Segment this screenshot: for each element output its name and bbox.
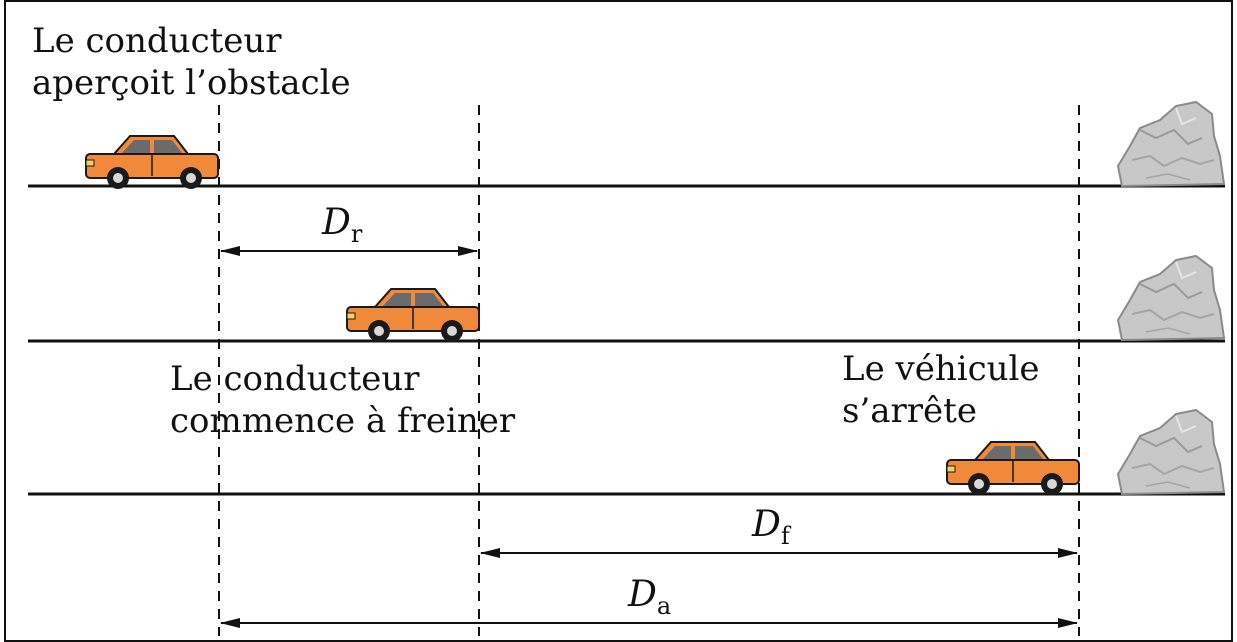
label-driver-sees-line2: aperçoit l’obstacle [32,63,351,103]
label-vehicle-stops-line1: Le véhicule [842,349,1040,389]
car-icon [946,441,1080,496]
label-driver-sees-line1: Le conducteur [32,21,282,61]
car-icon [85,135,219,190]
diagram-frame [4,0,1233,642]
rock-obstacle-icon [1117,101,1225,187]
car-icon [346,288,480,343]
label-driver-brakes-line1: Le conducteur [170,359,420,399]
rock-obstacle-icon [1117,409,1225,495]
braking-distance-label: Df [751,504,792,550]
label-vehicle-stops-line2: s’arrête [842,391,977,431]
label-driver-brakes-line2: commence à freiner [170,401,516,441]
rock-obstacle-icon [1117,255,1225,341]
stopping-distance-label: Da [627,574,671,620]
reaction-distance-label: Dr [321,202,363,248]
